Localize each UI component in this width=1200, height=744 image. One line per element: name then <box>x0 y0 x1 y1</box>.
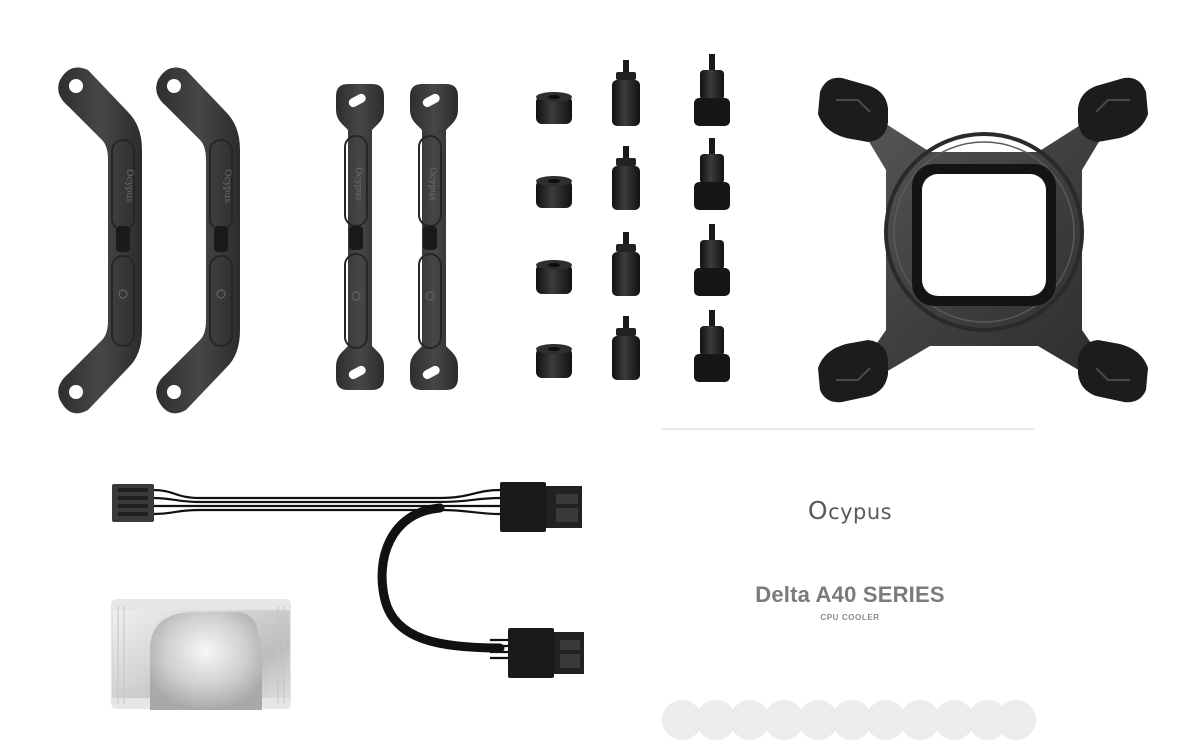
curved-bracket-left-logo: Ocypus <box>124 169 134 203</box>
curved-bracket-left <box>58 67 143 414</box>
nut-column <box>536 92 572 378</box>
straight-bracket-right <box>410 84 458 390</box>
straight-bracket-left-logo: Ocypus <box>353 167 363 201</box>
fan-splitter-cable <box>112 482 584 678</box>
decorative-circles <box>662 700 1036 740</box>
brand-logo-rest: cypus <box>828 500 893 524</box>
brand-logo-initial: O <box>807 496 829 525</box>
curved-bracket-right <box>156 67 240 414</box>
curved-bracket-right-logo: Ocypus <box>222 169 232 203</box>
backplate <box>818 77 1148 403</box>
standoff-column-tall <box>694 54 730 382</box>
straight-bracket-left <box>336 84 384 390</box>
straight-bracket-right-logo: Ocypus <box>427 167 437 201</box>
product-subtitle: CPU COOLER <box>820 613 880 622</box>
product-title: Delta A40 SERIES <box>755 582 945 607</box>
standoff-column-short <box>612 60 640 380</box>
thermal-paste-packet <box>111 599 291 710</box>
brand-logo: Ocypus <box>740 496 960 525</box>
